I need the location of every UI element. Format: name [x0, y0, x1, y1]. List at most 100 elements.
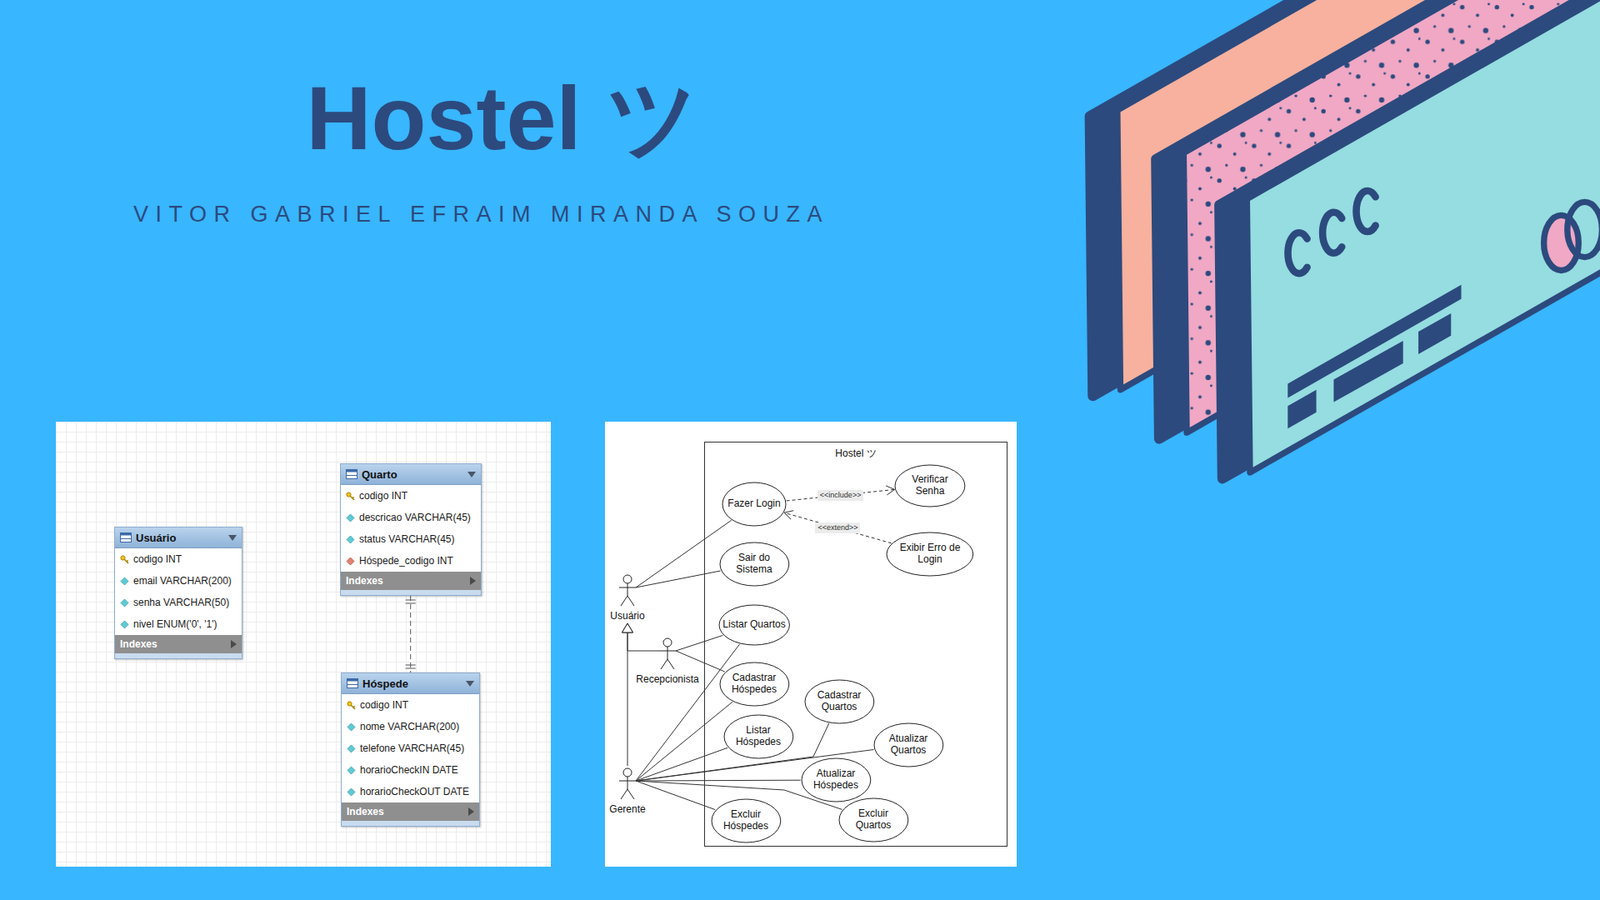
actor-head	[623, 575, 632, 584]
edge-label: <<include>>	[817, 490, 865, 501]
column-name: Hóspede_codigo INT	[359, 555, 454, 567]
column-icon-diamond	[347, 723, 355, 731]
indexes-label: Indexes	[345, 575, 384, 587]
entity-table: Hóspedecodigo INTnome VARCHAR(200)telefo…	[340, 672, 480, 827]
use-case-ellipse: Sair do Sistema	[719, 541, 790, 587]
use-case-name: Cadastrar Quartos	[811, 690, 867, 714]
author-name: VITOR GABRIEL EFRAIM MIRANDA SOUZA	[133, 201, 830, 228]
primary-key-stem	[350, 495, 355, 500]
foreign-key-icon	[346, 557, 355, 565]
column-row: horarioCheckOUT DATE	[341, 780, 480, 803]
card-number-bar	[1287, 390, 1316, 430]
connector-line	[675, 635, 724, 651]
column-name: nivel ENUM('0', '1')	[133, 618, 218, 630]
table-icon-rule	[120, 538, 131, 540]
use-case-text: Excluir Quartos	[845, 808, 901, 832]
ellipse-shape	[724, 715, 794, 759]
use-case-text: Sair do Sistema	[726, 552, 782, 576]
use-case-ellipse: Cadastrar Hóspedes	[719, 661, 790, 707]
column-icon-diamond	[346, 535, 355, 544]
indexes-label: Indexes	[346, 805, 385, 818]
actor-name: Gerente	[609, 803, 645, 815]
column-icon	[346, 722, 356, 732]
column-icon-diamond	[120, 577, 129, 585]
column-name: horarioCheckOUT DATE	[360, 785, 470, 798]
column-row: status VARCHAR(45)	[340, 528, 481, 550]
use-case-ellipse: Fazer Login	[721, 481, 787, 527]
column-name: horarioCheckIN DATE	[360, 764, 459, 776]
actor-body	[619, 583, 636, 606]
column-icon-diamond	[346, 514, 355, 522]
actor-head	[623, 768, 632, 777]
use-case-text: Listar Hóspedes	[730, 725, 786, 749]
generalization-head	[621, 623, 633, 633]
expand-caret	[470, 576, 476, 585]
table-name: Hóspede	[362, 677, 409, 690]
column-row: codigo INT	[115, 548, 242, 570]
use-case-name: Listar Hóspedes	[730, 725, 786, 749]
column-name: codigo INT	[133, 553, 182, 565]
use-case-name: Excluir Quartos	[845, 808, 901, 832]
collapse-caret	[465, 680, 475, 687]
actor-name: Recepcionista	[635, 673, 699, 685]
use-case-name: Listar Quartos	[722, 619, 785, 631]
connector	[405, 595, 416, 673]
actor: Gerente	[609, 767, 645, 815]
use-case-name: Atualizar Quartos	[880, 733, 936, 757]
ellipse-shape	[805, 680, 875, 724]
table-icon	[346, 678, 359, 689]
ellipse-shape	[895, 465, 965, 507]
entity-table: Usuáriocodigo INTemail VARCHAR(200)senha…	[114, 526, 243, 660]
use-case-text: Exibir Erro de Login	[895, 542, 965, 566]
table-name: Usuário	[135, 531, 176, 545]
table-header: Hóspede	[341, 673, 480, 695]
table-icon-frame	[346, 470, 358, 480]
use-case-ellipse: Listar Hóspedes	[723, 714, 795, 760]
use-case-ellipse: Listar Quartos	[718, 604, 790, 646]
card-number-bar	[1418, 313, 1451, 355]
cardinality-tick	[405, 665, 416, 666]
column-row: descricao VARCHAR(45)	[340, 506, 481, 529]
table-icon-rule	[347, 684, 358, 685]
column-icon	[120, 555, 130, 565]
column-row: telefone VARCHAR(45)	[341, 737, 480, 760]
connector-line	[784, 512, 892, 544]
collapse-caret	[228, 535, 237, 541]
column-row: nome VARCHAR(200)	[341, 715, 480, 738]
connector	[635, 780, 801, 782]
connector	[635, 747, 728, 781]
connector	[784, 510, 892, 544]
system-boundary: Hostel ツFazer LoginVerificar SenhaSair d…	[704, 441, 1008, 847]
column-icon	[345, 556, 355, 566]
actor: Recepcionista	[635, 637, 699, 685]
connector	[675, 635, 724, 651]
actor-head	[663, 638, 672, 647]
column-icon-diamond	[347, 766, 355, 775]
use-case-name: Sair do Sistema	[726, 552, 782, 576]
stick-figure	[617, 767, 638, 801]
stick-figure	[617, 574, 638, 608]
ellipse-shape	[720, 662, 790, 706]
column-row: email VARCHAR(200)	[115, 570, 242, 592]
actor-body	[659, 646, 676, 670]
column-row: Hóspede_codigo INT	[340, 550, 481, 572]
cardinality-tick	[405, 603, 416, 605]
column-icon	[346, 700, 356, 710]
ellipse-shape	[720, 542, 790, 586]
column-icon	[345, 513, 355, 523]
arrow-head	[885, 485, 895, 495]
connector	[675, 650, 725, 672]
use-case-name: Exibir Erro de Login	[895, 542, 965, 566]
card-contactless-mark	[1356, 190, 1376, 232]
column-icon-diamond	[120, 599, 129, 607]
column-icon-diamond	[347, 788, 355, 796]
column-row: horarioCheckIN DATE	[341, 759, 480, 781]
indexes-footer: Indexes	[115, 635, 242, 654]
connector-line	[635, 570, 721, 588]
table-icon-rule	[346, 475, 357, 476]
cardinality-tick	[405, 668, 416, 670]
table-icon-bar	[347, 679, 359, 682]
table-icon	[345, 469, 358, 480]
er-diagram-panel: Usuáriocodigo INTemail VARCHAR(200)senha…	[55, 421, 551, 867]
